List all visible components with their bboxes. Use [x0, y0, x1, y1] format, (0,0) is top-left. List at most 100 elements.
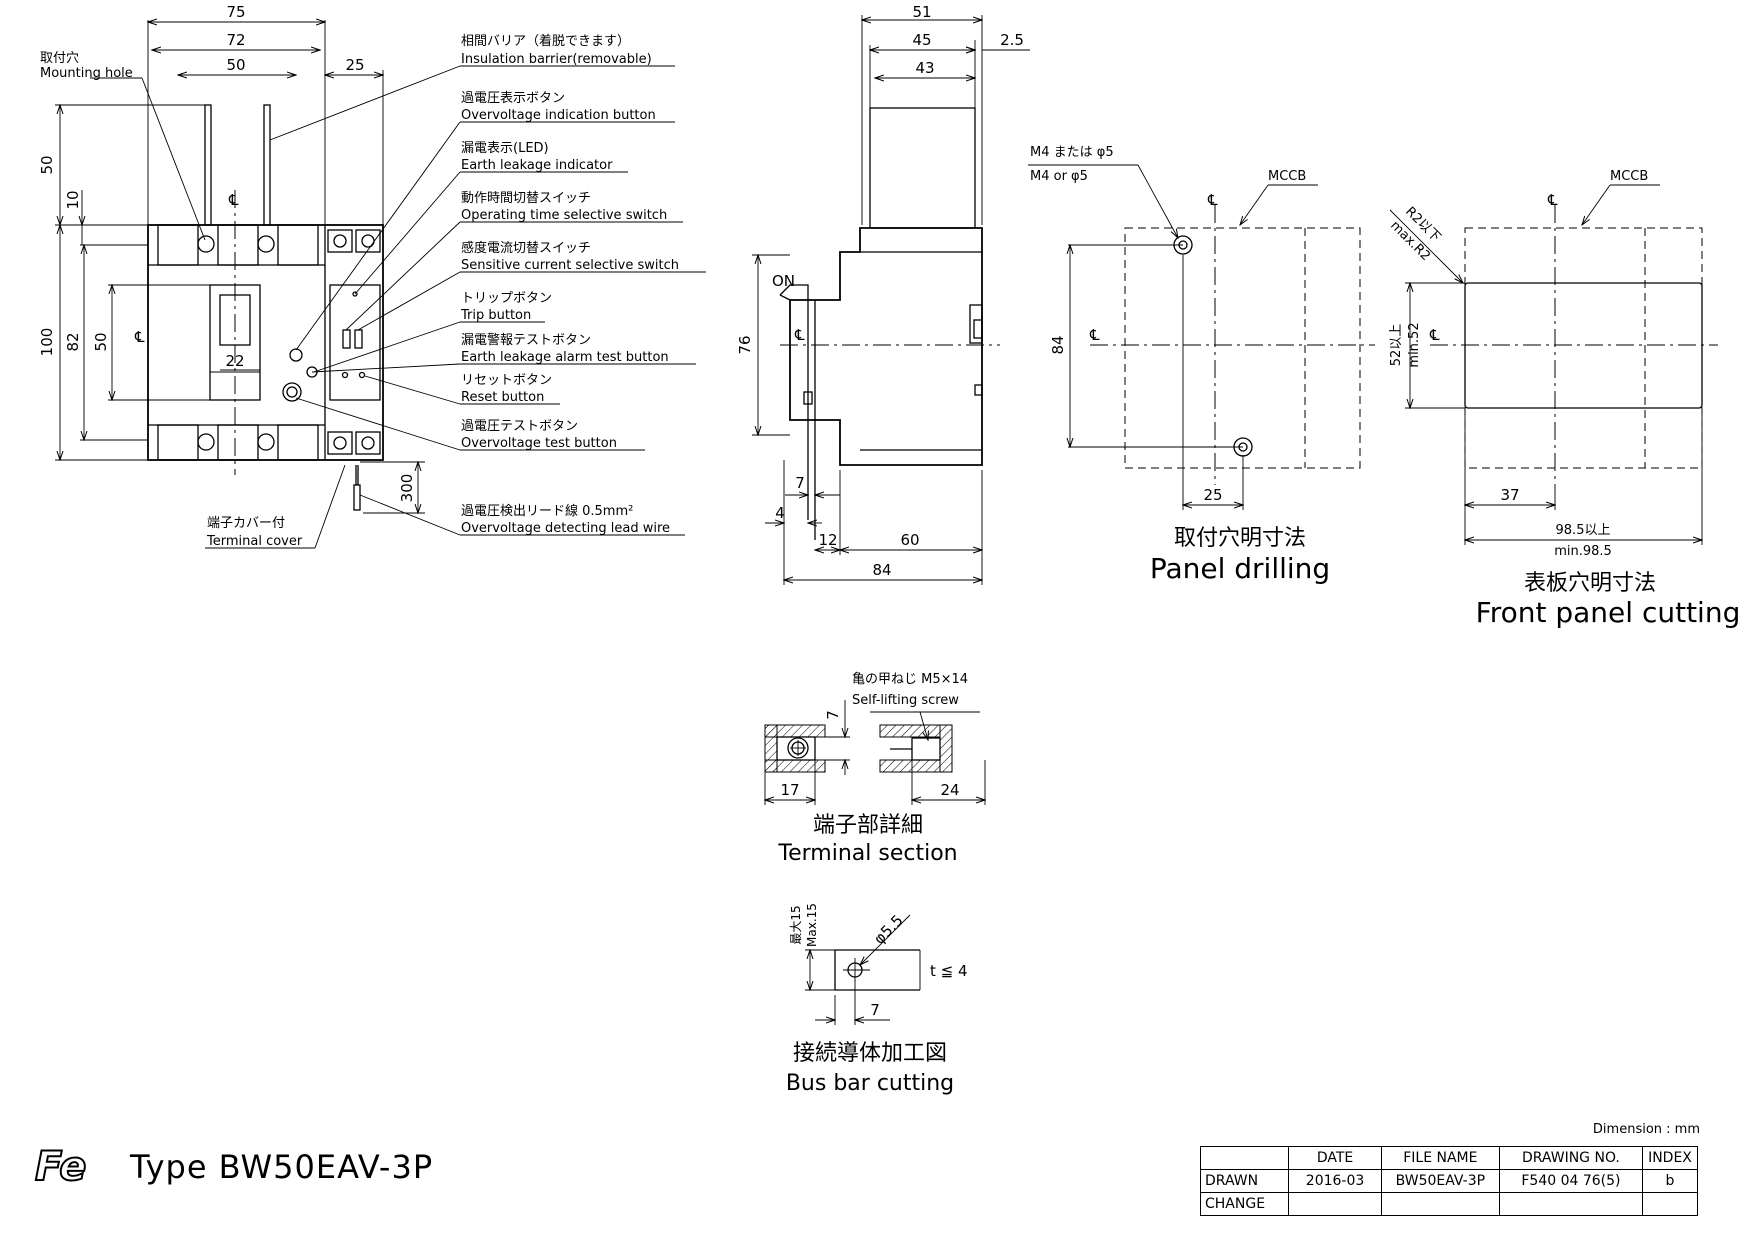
dim-12: 12 — [818, 531, 837, 549]
dim-72: 72 — [226, 31, 245, 49]
label-ov-ind-jp: 過電圧表示ボタン — [461, 91, 565, 106]
screw-label-1: M4 または φ5 — [1030, 145, 1114, 160]
title-block-cell — [1498, 1192, 1643, 1216]
dim-7-bus: 7 — [870, 1001, 880, 1019]
title-block-cell: DRAWN — [1199, 1169, 1290, 1193]
max15-jp: 最大15 — [789, 905, 803, 944]
bottom-terminals — [157, 424, 381, 461]
dim-76: 76 — [736, 335, 754, 354]
dimension-unit: Dimension : mm — [1593, 1122, 1700, 1137]
label-op-time-en: Operating time selective switch — [461, 208, 667, 223]
dim-50: 50 — [226, 56, 245, 74]
title-block-row: CHANGE — [1199, 1192, 1699, 1216]
label-ov-test-jp: 過電圧テストボタン — [461, 419, 578, 434]
dim-7-terminal: 7 — [824, 710, 842, 720]
title-block-cell: CHANGE — [1199, 1192, 1290, 1216]
label-ov-test-en: Overvoltage test button — [461, 436, 617, 451]
label-op-time-jp: 動作時間切替スイッチ — [461, 191, 591, 206]
max15-en: Max.15 — [805, 903, 819, 947]
title-block-cell: F540 04 76(5) — [1498, 1169, 1643, 1193]
top-terminals — [157, 224, 381, 266]
dim-24: 24 — [940, 781, 959, 799]
centerline-mark-front: ℄ — [134, 328, 145, 346]
thickness-label: t ≦ 4 — [930, 962, 968, 980]
centerline-mark-cut-h: ℄ — [1429, 326, 1440, 344]
title-block-header-cell — [1199, 1146, 1290, 1170]
title-block-header-cell: INDEX — [1641, 1146, 1699, 1170]
title-block-header-cell: DRAWING NO. — [1498, 1146, 1643, 1170]
title-block-cell — [1380, 1192, 1500, 1216]
dim-7: 7 — [795, 474, 805, 492]
label-cover-jp: 端子カバー付 — [207, 516, 285, 531]
dim-25: 25 — [345, 56, 364, 74]
dim-45: 45 — [912, 31, 931, 49]
centerline-mark-drill-h: ℄ — [1089, 326, 1100, 344]
label-ov-ind-en: Overvoltage indication button — [461, 108, 656, 123]
label-reset-en: Reset button — [461, 390, 544, 405]
dim-51: 51 — [912, 3, 931, 21]
centerline-mark-cut-v: ℄ — [1547, 191, 1558, 209]
label-sens-jp: 感度電流切替スイッチ — [461, 240, 591, 256]
screw-label-en: Self-lifting screw — [852, 693, 959, 708]
terminal-title-jp: 端子部詳細 — [813, 813, 923, 838]
title-block-header-cell: DATE — [1288, 1146, 1382, 1170]
mccb-label-drill: MCCB — [1268, 169, 1306, 184]
centerline-mark-side: ℄ — [794, 326, 805, 344]
title-block-cell: BW50EAV-3P — [1380, 1169, 1500, 1193]
dim-43: 43 — [915, 59, 934, 77]
title-block-cell — [1641, 1192, 1699, 1216]
label-cover-en: Terminal cover — [206, 534, 303, 549]
panel-drilling-title-jp: 取付穴明寸法 — [1174, 526, 1306, 551]
panel-drilling: ℄ ℄ 84 25 M4 または φ5 M4 or φ5 MCCB 取付穴明寸法… — [1028, 145, 1375, 585]
dim-52-jp: 52以上 — [1389, 324, 1404, 367]
front-panel-title-jp: 表板穴明寸法 — [1524, 571, 1656, 596]
dim-17: 17 — [780, 781, 799, 799]
type-label: Type BW50EAV-3P — [129, 1148, 433, 1186]
centerline-mark-front-top: ℄ — [228, 191, 239, 209]
label-reset-jp: リセットボタン — [461, 373, 552, 388]
label-led-en: Earth leakage indicator — [461, 158, 613, 173]
label-el-test-jp: 漏電警報テストボタン — [461, 332, 591, 348]
centerline-mark-drill-v: ℄ — [1207, 191, 1218, 209]
label-mounting-hole-en: Mounting hole — [40, 66, 133, 81]
footer: Fe Type BW50EAV-3P Dimension : mm — [34, 1122, 1700, 1191]
label-el-test-en: Earth leakage alarm test button — [461, 350, 669, 365]
panel-drilling-title-en: Panel drilling — [1150, 552, 1330, 585]
side-view: 51 45 2.5 43 ℄ ON 76 7 4 — [736, 3, 1030, 585]
terminal-section: 7 17 24 亀の甲ねじ M5×14 Self-lifting screw 端… — [765, 672, 985, 866]
dim-h10: 10 — [64, 190, 82, 209]
dim-300: 300 — [398, 474, 416, 503]
dim-84-drill: 84 — [1049, 335, 1067, 354]
mccb-label-cut: MCCB — [1610, 169, 1648, 184]
dim-98-jp: 98.5以上 — [1556, 523, 1611, 538]
dim-4: 4 — [775, 504, 785, 522]
dim-h100: 100 — [38, 328, 56, 357]
label-insulation-jp: 相間バリア（着脱できます） — [461, 33, 630, 49]
label-sens-en: Sensitive current selective switch — [461, 258, 679, 273]
front-panel-title-en: Front panel cutting — [1476, 596, 1741, 629]
dim-60: 60 — [900, 531, 919, 549]
dim-h50: 50 — [38, 155, 56, 174]
dim-25-drill: 25 — [1203, 486, 1222, 504]
label-lead-en: Overvoltage detecting lead wire — [461, 521, 670, 536]
title-block-cell — [1288, 1192, 1382, 1216]
dim-52-en: min.52 — [1407, 322, 1422, 367]
dim-75: 75 — [226, 3, 245, 21]
front-panel-cutting: ℄ ℄ 52以上 min.52 R2以下 max.R2 37 98.5以上 mi… — [1387, 169, 1740, 629]
screw-label-jp: 亀の甲ねじ M5×14 — [852, 672, 968, 687]
dim-2-5: 2.5 — [1000, 31, 1024, 49]
title-block-cell: 2016-03 — [1288, 1169, 1382, 1193]
title-block-header-cell: FILE NAME — [1380, 1146, 1500, 1170]
title-block-cell: b — [1641, 1169, 1699, 1193]
label-trip-en: Trip button — [460, 308, 531, 323]
dim-h50b: 50 — [92, 332, 110, 351]
label-lead-jp: 過電圧検出リード線 0.5mm² — [461, 503, 633, 519]
bus-bar-title-jp: 接続導体加工図 — [793, 1041, 947, 1066]
label-led-jp: 漏電表示(LED) — [461, 140, 549, 156]
